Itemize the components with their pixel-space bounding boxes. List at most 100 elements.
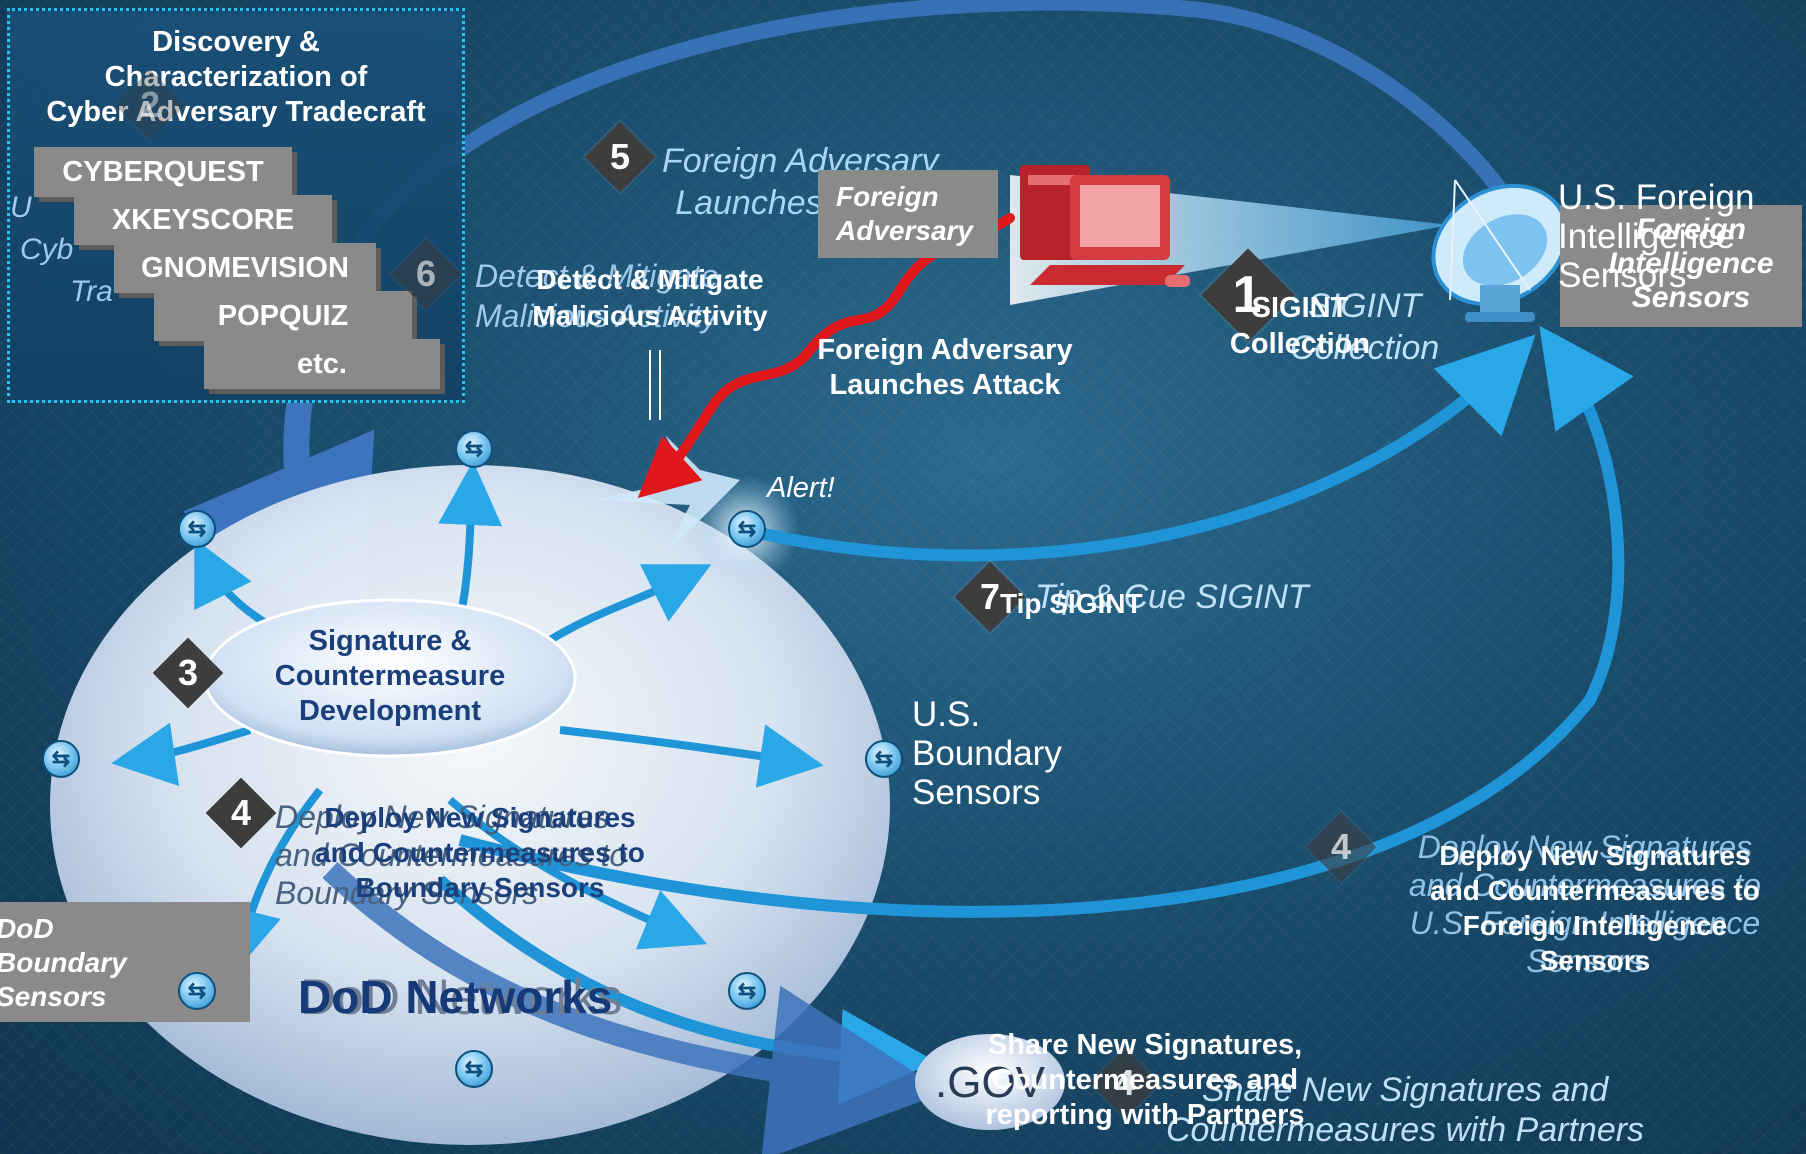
sigint-ghost-label: SIGINT Collection [1290, 285, 1439, 369]
label-line: Boundary [912, 734, 1062, 773]
label-line: and Countermeasures to [315, 837, 645, 868]
label-line: Share New Signatures, [987, 1029, 1303, 1061]
label-line: reporting with Partners [985, 1099, 1305, 1131]
foreign-adversary-label: Foreign Adversary [818, 170, 998, 258]
tool-gnomevision: GNOMEVISION [114, 243, 376, 293]
label-line: Sensors [1539, 945, 1651, 976]
tradecraft-title-line: Cyber Adversary Tradecraft [46, 96, 426, 128]
deploy-label: Deploy New Signatures and Countermeasure… [290, 800, 670, 905]
step-number: 4 [1330, 826, 1352, 867]
tradecraft-title-line: Characterization of [104, 61, 368, 93]
sensor-node-icon: ⇆ [728, 972, 766, 1010]
label-line: Sensors [912, 773, 1041, 812]
sensor-node-icon: ⇆ [178, 972, 216, 1010]
step-number: 4 [230, 792, 252, 833]
dod-networks-ghost: DoD Networks [300, 969, 623, 1025]
tradecraft-panel: Discovery & Characterization of Cyber Ad… [7, 8, 465, 403]
label-line: Intelligence [1558, 217, 1736, 256]
label-line: Foreign [836, 181, 939, 212]
tool-etc: etc. [204, 339, 440, 389]
sensor-node-icon: ⇆ [42, 740, 80, 778]
label-line: U.S. Foreign [1558, 178, 1755, 217]
label-line: and Countermeasures to [1430, 875, 1760, 906]
share-ghost-label: Share New Signatures and Countermeasures… [1145, 1070, 1665, 1150]
label-line: Boundary Sensors [275, 875, 539, 911]
label-line: Sensors [0, 981, 107, 1012]
sensor-node-icon: ⇆ [455, 1050, 493, 1088]
label-line: Countermeasures and [991, 1064, 1299, 1096]
label-line: Foreign Adversary [817, 334, 1073, 366]
label-line: Countermeasure [274, 660, 506, 692]
sensor-node-icon: ⇆ [455, 430, 493, 468]
fis-gray-label: Foreign Intelligence Sensors [1560, 205, 1802, 327]
deploy-ghost-label: Deploy New Signatures and Countermeasure… [275, 798, 627, 912]
label-line: Sensors [1631, 281, 1751, 314]
alert-label: Alert! [767, 472, 835, 504]
label-line: Countermeasures with Partners [1165, 1111, 1645, 1149]
ghost-text: U [10, 191, 32, 224]
label-line: Adversary [836, 215, 973, 246]
label-line: Boundary [0, 947, 127, 978]
ghost-text: Tra [70, 275, 113, 308]
sensor-node-icon: ⇆ [865, 740, 903, 778]
label-line: and Countermeasures to [1408, 867, 1762, 903]
step-number: 4 [1114, 1062, 1136, 1103]
step-number: 2 [139, 84, 161, 125]
label-line: Collection [1229, 328, 1371, 360]
label-line: Malicious Activity [475, 298, 718, 334]
us-boundary-label: U.S. Boundary Sensors [912, 695, 1062, 812]
step-number: 5 [609, 136, 631, 177]
label-line: U.S. [912, 695, 981, 734]
satellite-dish [1431, 179, 1569, 322]
label-line: Sensors [1558, 256, 1687, 295]
launches-attack-label: Foreign Adversary Launches Attack [795, 333, 1095, 403]
label-line: Share New Signatures and [1201, 1071, 1609, 1109]
tool-xkeyscore: XKEYSCORE [74, 195, 332, 245]
label-line: SIGINT [1251, 292, 1349, 324]
tip-label: Tip SIGINT [1000, 588, 1143, 619]
tradecraft-title: Discovery & Characterization of Cyber Ad… [10, 25, 462, 130]
detect-ghost-label: Detect & Mitigate Malicious Activity [475, 256, 719, 336]
sigint-label: SIGINT Collection [1210, 290, 1390, 362]
step-number: 3 [177, 652, 199, 693]
sensor-node-icon: ⇆ [178, 510, 216, 548]
gov-label: .GOV [935, 1058, 1046, 1107]
label-line: Detect & Mitigate [536, 264, 764, 295]
share-label: Share New Signatures, Countermeasures an… [935, 1028, 1355, 1133]
tip-ghost-label: Tip & Cue SIGINT [1035, 578, 1309, 616]
label-line: Launches Attack [829, 369, 1061, 401]
detect-label: Detect & Mitigate Malicious Activity [510, 262, 790, 334]
step-number: 6 [415, 253, 437, 294]
sensor-node-icon: ⇆ [728, 510, 766, 548]
label-line: Deploy New Signatures [275, 799, 610, 835]
label-line: Sensors [1526, 943, 1644, 979]
label-line: Foreign Intelligence [1462, 910, 1728, 941]
label-line: Detect & Mitigate [475, 258, 719, 294]
dod-networks-label: DoD Networks [298, 971, 613, 1023]
label-line: Deploy New Signatures [1439, 840, 1751, 871]
label-line: SIGINT [1307, 287, 1422, 325]
deploy-us-label: Deploy New Signatures and Countermeasure… [1395, 838, 1795, 978]
label-line: Intelligence [1608, 247, 1774, 280]
label-line: Malicious Activity [532, 300, 768, 331]
step-number: 1 [1232, 266, 1262, 324]
label-line: Deploy New Signatures [1417, 829, 1753, 865]
tradecraft-title-line: Discovery & [152, 26, 320, 58]
label-line: Signature & [308, 625, 472, 657]
us-foreign-label: U.S. Foreign Intelligence Sensors [1558, 178, 1754, 295]
label-line: Collection [1290, 329, 1440, 367]
label-line: Deploy New Signatures [324, 802, 636, 833]
label-line: Boundary Sensors [355, 872, 605, 903]
tool-popquiz: POPQUIZ [154, 291, 412, 341]
tool-cyberquest: CYBERQUEST [34, 147, 292, 197]
ghost-text: Cyb [20, 233, 74, 266]
dod-boundary-label: DoD Boundary Sensors [0, 902, 250, 1022]
label-line: DoD [0, 913, 54, 944]
label-line: Development [298, 695, 482, 727]
label-line: Foreign [1636, 213, 1746, 246]
adversary-computer [1020, 165, 1190, 287]
deploy-us-ghost-label: Deploy New Signatures and Countermeasure… [1375, 828, 1795, 980]
label-line: U.S. Foreign Intelligence [1409, 905, 1761, 941]
step-number: 7 [979, 576, 1001, 617]
